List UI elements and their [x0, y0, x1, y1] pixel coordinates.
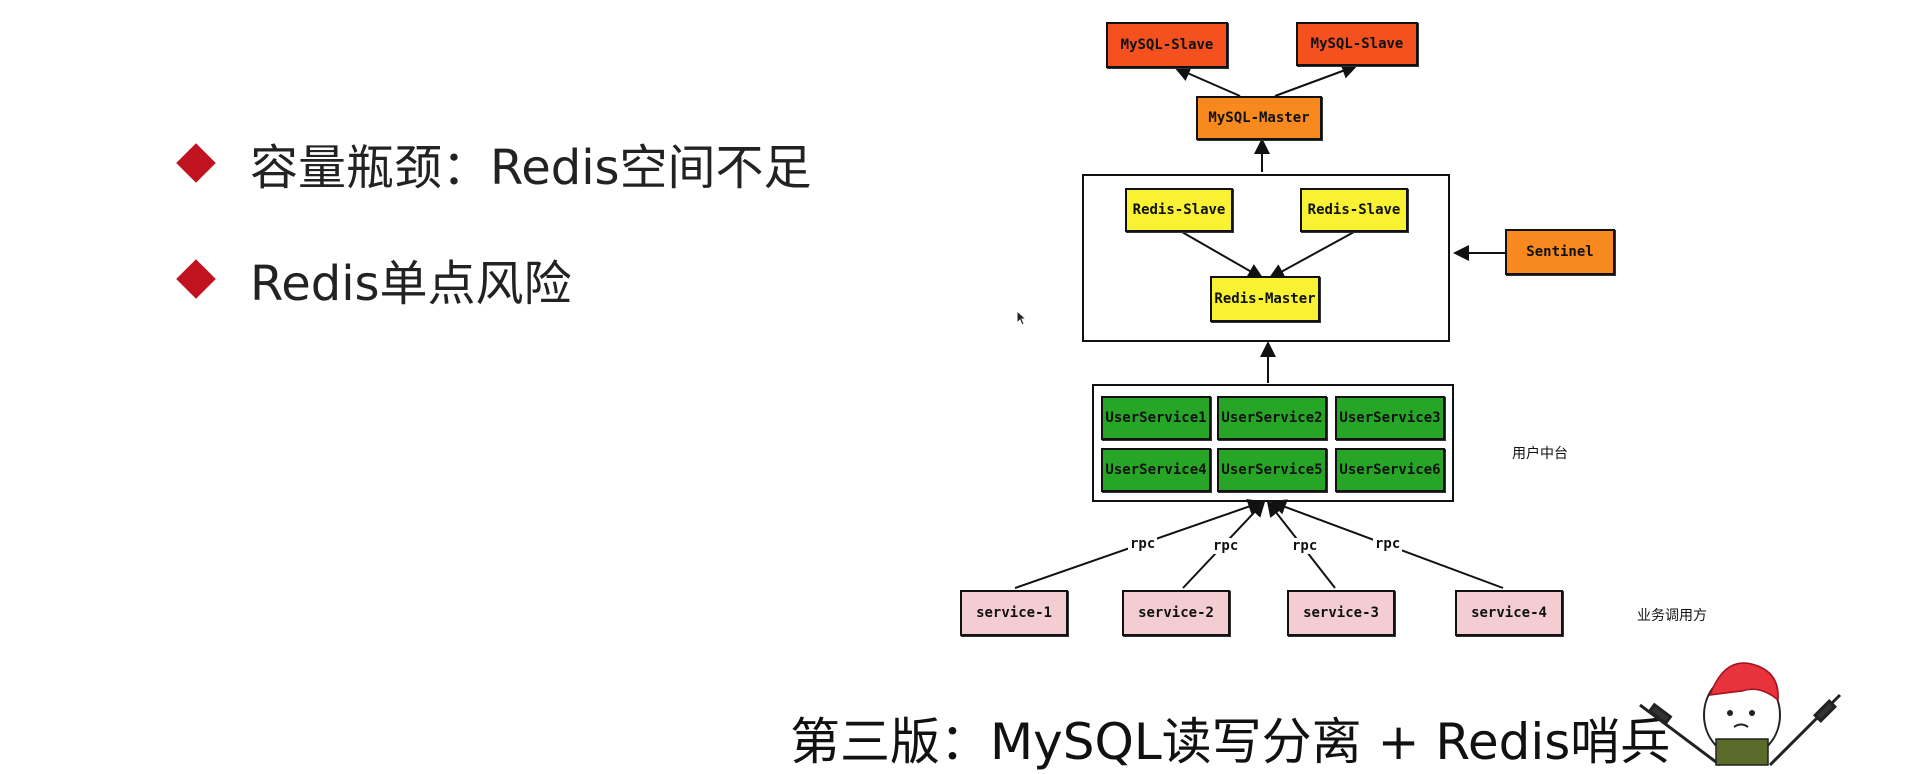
user-service-node: UserService2 [1217, 396, 1327, 440]
sentinel-node: Sentinel [1505, 229, 1615, 275]
user-service-node: UserService4 [1101, 448, 1211, 492]
mysql-slave-node-1: MySQL-Slave [1106, 22, 1228, 68]
redis-slave-node-1: Redis-Slave [1125, 188, 1233, 232]
mysql-master-node: MySQL-Master [1196, 96, 1322, 140]
rpc-label: rpc [1211, 538, 1241, 554]
rpc-label: rpc [1128, 536, 1158, 552]
bullet-capacity: 容量瓶颈：Redis空间不足 [176, 128, 812, 198]
redis-slave-node-2: Redis-Slave [1300, 188, 1408, 232]
rpc-label: rpc [1373, 536, 1403, 552]
mysql-slave-node-2: MySQL-Slave [1296, 22, 1418, 66]
mouse-cursor-icon [1016, 310, 1028, 326]
rpc-label: rpc [1290, 538, 1320, 554]
bullet-text: Redis单点风险 [250, 256, 572, 312]
bullet-text: 容量瓶颈：Redis空间不足 [250, 140, 812, 196]
caller-label: 业务调用方 [1637, 608, 1707, 624]
bullet-single-point: Redis单点风险 [176, 244, 572, 314]
redis-cluster-frame [1082, 174, 1450, 342]
slide-caption: 第三版：MySQL读写分离 + Redis哨兵 [790, 713, 1671, 771]
user-service-node: UserService1 [1101, 396, 1211, 440]
user-service-frame [1092, 384, 1454, 502]
user-service-node: UserService3 [1335, 396, 1445, 440]
mascot-with-rifles-icon [1639, 662, 1842, 767]
service-node-1: service-1 [960, 590, 1068, 636]
redis-master-node: Redis-Master [1210, 276, 1320, 322]
service-node-2: service-2 [1122, 590, 1230, 636]
user-center-label: 用户中台 [1512, 446, 1568, 462]
service-node-4: service-4 [1455, 590, 1563, 636]
user-service-node: UserService6 [1335, 448, 1445, 492]
user-service-node: UserService5 [1217, 448, 1327, 492]
service-node-3: service-3 [1287, 590, 1395, 636]
